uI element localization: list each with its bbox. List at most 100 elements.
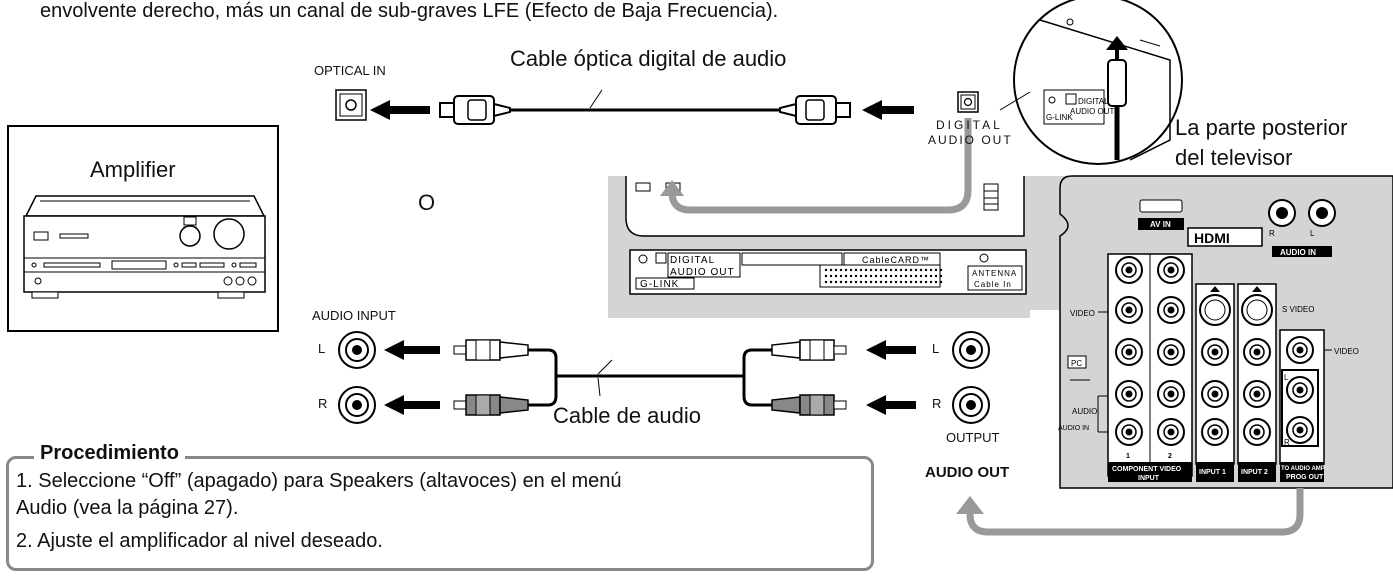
amplifier-label: Amplifier [90,157,176,182]
card-pin [829,268,833,272]
procedure-title: Procedimiento [34,442,185,465]
prog-out-label: PROG OUT [1286,474,1324,481]
card-pin [919,274,923,278]
card-pin [904,274,908,278]
card-pin [904,268,908,272]
component-jack [1157,256,1185,284]
card-pin [909,280,913,284]
audio-input-jacks [338,331,376,424]
audio-output-jacks [952,331,990,424]
output-label: OUTPUT [946,430,1000,445]
component-jack [1115,256,1143,284]
tv-rear-inset [1013,0,1183,165]
card-pin [894,268,898,272]
card-pin [879,268,883,272]
comp-col2-label: 2 [1168,453,1172,460]
inset-audio-out-label: AUDIO OUT [1070,107,1115,116]
tv-slot-panel [608,176,1393,318]
card-pin [824,268,828,272]
video-left-label: VIDEO [1070,309,1095,318]
audio-cable-label: Cable de audio [553,403,702,428]
card-pin [859,274,863,278]
card-pin [844,280,848,284]
card-pin [884,274,888,278]
prog-out-l-jack [1286,376,1314,404]
card-pin [914,274,918,278]
card-pin [929,274,933,278]
card-pin [864,280,868,284]
card-audio-out-label: AUDIO OUT [670,267,735,278]
arrow-left-icon [862,100,914,120]
card-pin [884,268,888,272]
rca-plug-left-grey [453,394,529,416]
audio-out-label: AUDIO OUT [925,464,1010,481]
card-pin [924,274,928,278]
card-pin [939,280,943,284]
card-pin [874,280,878,284]
component-jack [1115,338,1143,366]
card-pin [859,268,863,272]
card-pin [849,274,853,278]
rca-plug-right-grey [771,394,847,416]
arrow-left-icon [384,395,440,415]
input2-jack [1243,380,1271,408]
card-pin [899,274,903,278]
card-pin [904,280,908,284]
card-pin [879,274,883,278]
card-glink-label: G-LINK [640,279,679,290]
card-pin [894,274,898,278]
card-pin [854,280,858,284]
card-pin [929,280,933,284]
card-pin [869,268,873,272]
procedure-step-1: 1. Seleccione “Off” (apagado) para Speak… [16,470,622,492]
card-pin [849,268,853,272]
card-digital-label: DIGITAL [670,255,715,266]
tv-rear-label-line2: del televisor [1175,145,1293,170]
card-pin [839,268,843,272]
card-pin [844,274,848,278]
tv-rear-label-line1: La parte posterior [1175,115,1348,140]
card-pin [909,268,913,272]
card-pin [844,268,848,272]
or-label: O [418,190,436,215]
card-pin [824,280,828,284]
optical-in-jack [335,89,367,121]
digital-label: DIGITAL [936,118,1003,132]
card-pin [919,268,923,272]
card-pin [934,274,938,278]
prog-out-video-jack [1286,336,1314,364]
output-right-label: R [932,396,942,411]
component-jack [1157,418,1185,446]
optical-plug-right [779,95,851,125]
comp-col1-label: 1 [1126,453,1130,460]
arrow-left-icon [866,395,916,415]
card-pin [834,280,838,284]
card-pin [914,268,918,272]
audio-in-jacks [1268,199,1336,257]
card-pin [929,268,933,272]
card-pin [834,268,838,272]
component-jack [1115,296,1143,324]
component-jack [1157,380,1185,408]
digital-audio-out-jack [957,91,979,113]
card-pin [884,280,888,284]
optical-cable-label: Cable óptica digital de audio [510,46,787,71]
component-jack [1157,338,1185,366]
card-pin [859,280,863,284]
card-pin [934,268,938,272]
input1-jack [1201,380,1229,408]
optical-in-label: OPTICAL IN [314,63,386,78]
prog-out-r-label: R [1284,438,1290,447]
card-pin [899,280,903,284]
inset-glink-label: G-LINK [1046,113,1073,122]
card-pin [854,268,858,272]
input1-jack [1201,338,1229,366]
to-audio-amp-label: TO AUDIO AMP [1281,466,1325,472]
prog-out-l-label: L [1284,373,1289,382]
card-pin [909,274,913,278]
card-pin [879,280,883,284]
procedure-box [6,456,874,571]
rca-plug-left-white [453,339,529,361]
input1-label: INPUT 1 [1199,469,1226,476]
intro-text: envolvente derecho, más un canal de sub-… [40,0,779,22]
